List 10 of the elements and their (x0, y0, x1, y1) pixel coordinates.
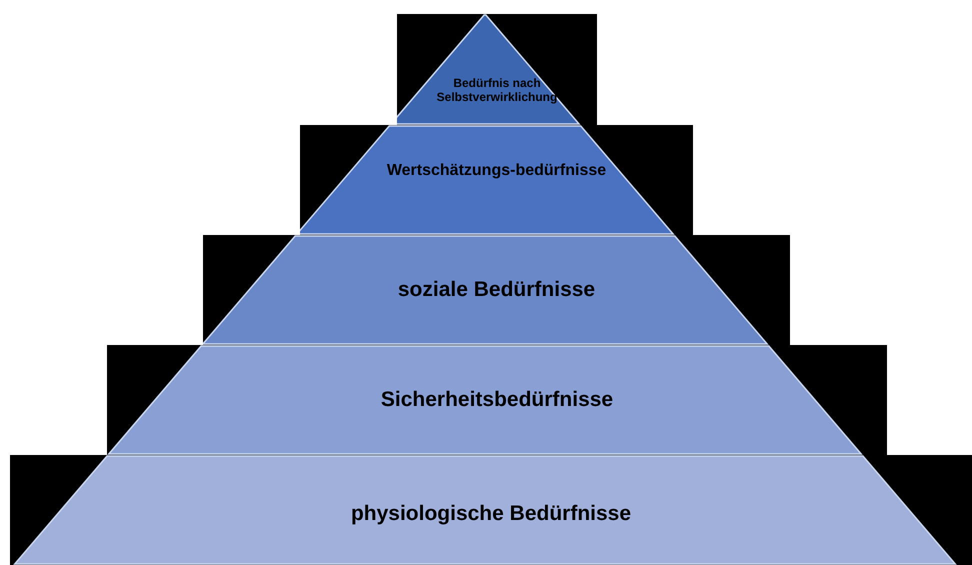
pyramid-level (203, 235, 790, 345)
pyramid-level (10, 455, 972, 565)
level-label: Wertschätzungs-bedürfnisse (386, 161, 608, 180)
pyramid-level (300, 125, 693, 235)
pyramid-level (107, 345, 887, 455)
level-label: Sicherheitsbedürfnisse (380, 387, 614, 412)
level-label: physiologische Bedürfnisse (350, 501, 632, 526)
level-label: soziale Bedürfnisse (396, 277, 596, 302)
pyramid-level (397, 14, 597, 125)
level-label: Bedürfnis nach Selbstverwirklichung (436, 76, 558, 105)
